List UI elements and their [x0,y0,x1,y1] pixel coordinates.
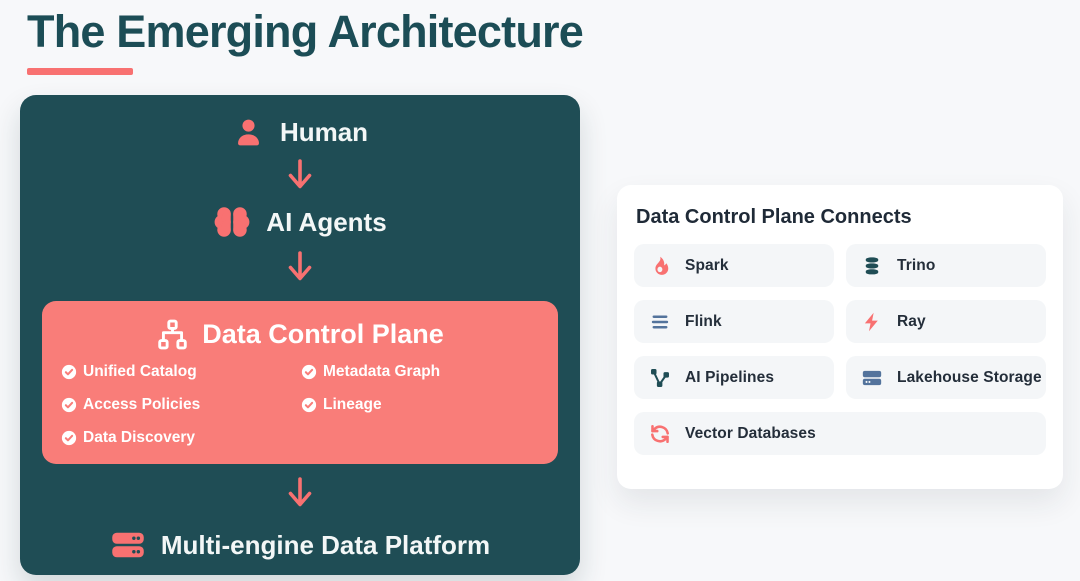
connect-item-flink: Flink [634,300,834,343]
hard-drive-icon [862,370,882,385]
connect-item-vector-databases: Vector Databases [634,412,1046,455]
bolt-icon [864,312,878,331]
check-circle-icon [61,364,77,380]
server-stack-icon [112,532,144,558]
pipeline-icon [651,368,669,387]
architecture-flow-panel: Human AI Agents [20,95,580,575]
title-underline [27,68,133,75]
connect-item-ai-pipelines: AI Pipelines [634,356,834,399]
sitemap-icon [158,319,187,349]
connects-grid: Spark Trino Flink Ray [634,244,1046,455]
refresh-icon [651,424,669,443]
brain-icon [214,207,250,237]
connect-item-label: Flink [685,312,722,330]
feature-item: Unified Catalog [60,362,300,382]
feature-item: Access Policies [60,395,300,415]
connect-item-label: Trino [897,256,936,274]
feature-label: Metadata Graph [323,363,441,380]
check-circle-icon [301,397,317,413]
connect-item-label: Spark [685,256,729,274]
feature-item: Data Discovery [60,428,300,448]
connect-item-ray: Ray [846,300,1046,343]
flow-node-label: Data Control Plane [202,318,444,349]
page-title: The Emerging Architecture [27,6,584,57]
connect-item-lakehouse-storage: Lakehouse Storage [846,356,1046,399]
connects-card: Data Control Plane Connects Spark Trino [617,185,1063,489]
data-control-plane-box: Data Control Plane Unified Catalog Acces… [42,301,558,464]
connect-item-trino: Trino [846,244,1046,287]
feature-label: Lineage [323,396,382,413]
flow-node-label: Multi-engine Data Platform [160,529,491,560]
lines-icon [651,315,669,328]
flow-node-platform: Multi-engine Data Platform [110,522,490,568]
person-icon [237,119,259,145]
feature-label: Access Policies [83,396,201,413]
feature-label: Unified Catalog [83,363,197,380]
feature-label: Data Discovery [83,429,196,446]
connect-item-spark: Spark [634,244,834,287]
arrow-down-icon [288,159,312,189]
connect-item-label: AI Pipelines [685,368,775,386]
arrow-down-icon [288,251,312,281]
arrow-down-icon [288,477,312,507]
check-circle-icon [61,397,77,413]
connect-item-label: Ray [897,312,926,330]
flame-icon [655,256,669,275]
feature-item: Lineage [300,395,540,415]
connect-item-label: Vector Databases [685,424,816,442]
data-control-plane-title: Data Control Plane [60,313,540,355]
feature-item: Metadata Graph [300,362,540,382]
flow-node-label: Human [279,116,369,147]
connects-card-title: Data Control Plane Connects [636,206,912,228]
database-icon [865,256,879,274]
flow-node-ai-agents: AI Agents [213,199,387,245]
control-plane-features: Unified Catalog Access Policies Data Dis… [60,362,540,448]
check-circle-icon [61,430,77,446]
flow-node-label: AI Agents [266,206,387,237]
check-circle-icon [301,364,317,380]
connect-item-label: Lakehouse Storage [897,368,1042,386]
flow-node-human: Human [232,111,368,153]
